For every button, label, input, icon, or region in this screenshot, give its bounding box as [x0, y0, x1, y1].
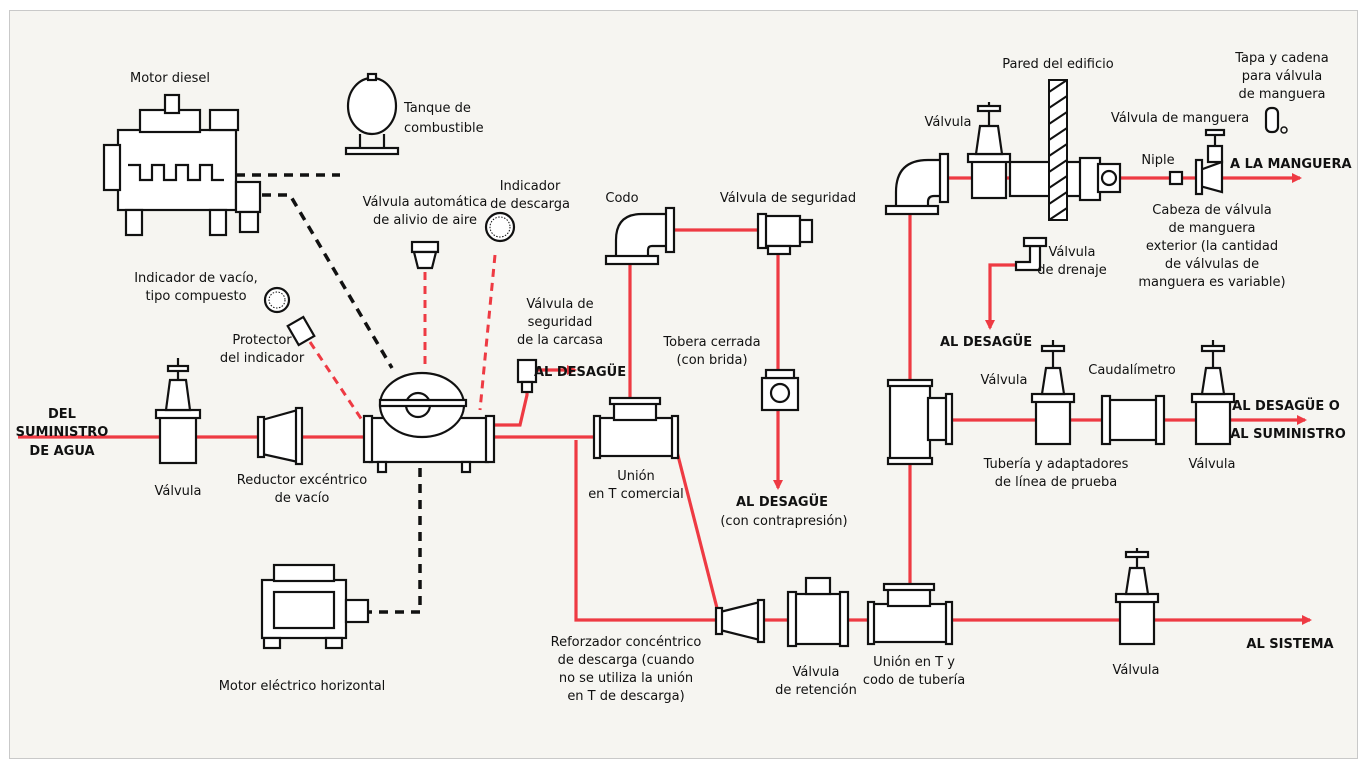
label-tuberia-prueba-1: Tubería y adaptadores: [983, 457, 1129, 472]
label-al-desague-3: AL DESAGÜE: [940, 334, 1032, 350]
discharge-gauge-icon: [484, 211, 516, 243]
elbow-icon: [604, 206, 676, 266]
label-pared: Pared del edificio: [1002, 57, 1113, 72]
label-tapa-3: de manguera: [1238, 87, 1325, 102]
label-cabeza-4: de válvulas de: [1165, 257, 1259, 272]
hose-header-pipe-icon: [1008, 156, 1122, 202]
gauge-protector-icon: [286, 315, 316, 347]
label-valvula-retencion-1: Válvula: [793, 665, 840, 680]
label-tobera-1: Tobera cerrada: [662, 335, 760, 350]
fire-pump-icon: [362, 371, 496, 474]
system-gate-valve-icon: [1114, 548, 1160, 646]
label-valvula-drenaje-1: Válvula: [1049, 245, 1096, 260]
label-valvula-1: Válvula: [155, 484, 202, 499]
test-header-tee-icon: [886, 378, 954, 466]
label-valvula-seg-carcasa-2: seguridad: [528, 315, 593, 330]
label-protector-1: Protector: [232, 333, 292, 348]
label-contrapresion: (con contrapresión): [720, 514, 847, 529]
label-valvula-sistema: Válvula: [1113, 663, 1160, 678]
air-relief-valve-icon: [410, 240, 440, 270]
label-reforzador-3: no se utiliza la unión: [559, 671, 693, 686]
label-motor-diesel: Motor diesel: [130, 71, 210, 86]
label-valvula-manguera: Válvula de manguera: [1111, 111, 1249, 126]
hose-valve-icon: [1194, 128, 1226, 196]
connection-lines: [236, 173, 497, 614]
label-valvula-seg-carcasa-3: de la carcasa: [517, 333, 603, 348]
label-tapa-1: Tapa y cadena: [1234, 51, 1329, 66]
vacuum-gauge-icon: [263, 286, 291, 314]
top-elbow-icon: [884, 152, 950, 216]
label-cabeza-3: exterior (la cantidad: [1146, 239, 1278, 254]
label-al-sistema: AL SISTEMA: [1246, 637, 1333, 652]
label-tobera-2: (con brida): [676, 353, 747, 368]
blind-nozzle-icon: [760, 368, 800, 412]
label-motor-electrico: Motor eléctrico horizontal: [219, 679, 386, 694]
label-al-desague-2: AL DESAGÜE: [736, 494, 828, 510]
label-tanque-2: combustible: [404, 121, 484, 136]
label-valvula-prueba-2: Válvula: [1189, 457, 1236, 472]
casing-relief-valve-icon: [516, 358, 538, 394]
label-reductor-1: Reductor excéntrico: [237, 473, 367, 488]
relief-valve-icon: [756, 212, 814, 256]
label-valvula-aire-2: de alivio de aire: [373, 213, 477, 228]
label-cabeza-5: manguera es variable): [1138, 275, 1285, 290]
nipple-icon: [1168, 170, 1184, 186]
flowmeter-icon: [1100, 394, 1166, 446]
label-valvula-seg-carcasa-1: Válvula de: [526, 297, 593, 312]
diagram-labels: Motor diesel Tanque de combustible Válvu…: [16, 51, 1352, 704]
label-al-desague-1: AL DESAGÜE: [534, 364, 626, 380]
label-a-la-manguera: A LA MANGUERA: [1230, 157, 1352, 172]
label-suministro-2: SUMINISTRO: [16, 425, 109, 440]
label-union-t-codo-1: Unión en T y: [873, 655, 955, 670]
label-valvula-seguridad: Válvula de seguridad: [720, 191, 856, 206]
concentric-increaser-icon: [714, 598, 766, 644]
supply-gate-valve-icon: [154, 358, 202, 465]
label-caudalimetro: Caudalímetro: [1088, 363, 1176, 378]
label-niple: Niple: [1141, 153, 1174, 168]
label-valvula-drenaje-2: de drenaje: [1037, 263, 1107, 278]
label-valvula-retencion-2: de retención: [775, 683, 857, 698]
label-union-t-2: en T comercial: [588, 487, 684, 502]
cap-chain-icon: [1264, 106, 1288, 134]
label-protector-2: del indicador: [220, 351, 305, 366]
label-cabeza-2: de manguera: [1168, 221, 1255, 236]
label-codo: Codo: [605, 191, 638, 206]
building-wall-icon: [1048, 79, 1068, 221]
label-union-t-1: Unión: [617, 469, 655, 484]
label-suministro-3: DE AGUA: [29, 444, 94, 459]
test-valve-2-icon: [1190, 340, 1236, 446]
drain-valve-icon: [1014, 236, 1048, 272]
diesel-engine-icon: [102, 93, 262, 237]
label-reforzador-2: de descarga (cuando: [558, 653, 695, 668]
label-indicador-descarga-1: Indicador: [500, 179, 561, 194]
label-cabeza-1: Cabeza de válvula: [1152, 203, 1271, 218]
label-tanque-1: Tanque de: [403, 101, 471, 116]
electric-motor-icon: [260, 563, 370, 650]
label-union-t-codo-2: codo de tubería: [863, 673, 965, 688]
fuel-tank-icon: [344, 72, 400, 156]
label-valvula-prueba: Válvula: [981, 373, 1028, 388]
label-valvula-aire-1: Válvula automática: [363, 195, 488, 210]
test-valve-icon: [1030, 340, 1076, 446]
label-reductor-2: de vacío: [275, 491, 330, 506]
label-al-desague-o-1: AL DESAGÜE O: [1232, 398, 1340, 414]
pipe-network: [18, 173, 1312, 625]
label-al-desague-o-2: AL SUMINISTRO: [1230, 427, 1346, 442]
label-valvula-top: Válvula: [925, 115, 972, 130]
label-reforzador-1: Reforzador concéntrico: [551, 635, 702, 650]
commercial-tee-icon: [592, 396, 680, 460]
system-tee-icon: [866, 582, 954, 646]
label-tapa-2: para válvula: [1242, 69, 1322, 84]
label-indicador-descarga-2: de descarga: [490, 197, 570, 212]
label-tuberia-prueba-2: de línea de prueba: [995, 475, 1117, 490]
label-indicador-vacio-1: Indicador de vacío,: [134, 271, 258, 286]
label-reforzador-4: en T de descarga): [567, 689, 684, 704]
label-indicador-vacio-2: tipo compuesto: [145, 289, 246, 304]
label-suministro-1: DEL: [48, 407, 76, 422]
top-gate-valve-icon: [966, 102, 1012, 200]
check-valve-icon: [786, 576, 850, 648]
eccentric-reducer-icon: [256, 406, 304, 466]
